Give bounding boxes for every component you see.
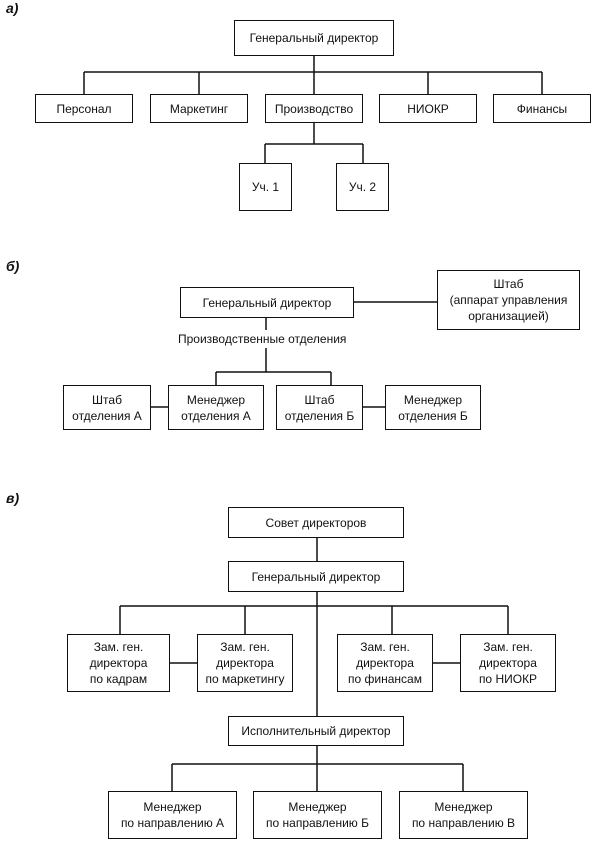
section-label-c: в) xyxy=(6,490,20,506)
connector-c-executive xyxy=(171,746,464,791)
node-c-deputy-marketing: Зам. ген. директора по маркетингу xyxy=(197,634,293,692)
connector-a-production xyxy=(264,122,364,163)
node-a-section-1: Уч. 1 xyxy=(239,163,292,211)
node-a-general-director: Генеральный директор xyxy=(234,20,394,56)
node-b-staff-division-b: Штаб отделения Б xyxy=(276,385,363,430)
node-c-board-of-directors: Совет директоров xyxy=(228,507,404,538)
node-c-deputy-hr: Зам. ген. директора по кадрам xyxy=(67,634,170,692)
node-b-headquarters-staff: Штаб (аппарат управления организацией) xyxy=(437,270,580,330)
node-a-finance: Финансы xyxy=(493,94,591,123)
node-a-marketing: Маркетинг xyxy=(150,94,248,123)
node-c-manager-direction-c: Менеджер по направлению В xyxy=(399,791,528,839)
node-c-manager-direction-b: Менеджер по направлению Б xyxy=(253,791,382,839)
node-b-staff-division-a: Штаб отделения А xyxy=(63,385,151,430)
node-a-rnd: НИОКР xyxy=(379,94,477,123)
connector-c-main xyxy=(119,592,509,716)
node-a-section-2: Уч. 2 xyxy=(336,163,389,211)
node-c-executive-director: Исполнительный директор xyxy=(228,716,404,746)
node-c-deputy-rnd: Зам. ген. директора по НИОКР xyxy=(460,634,556,692)
node-c-deputy-finance: Зам. ген. директора по финансам xyxy=(337,634,433,692)
node-c-manager-direction-a: Менеджер по направлению А xyxy=(108,791,237,839)
connector-b-divisions xyxy=(151,318,385,408)
connector-a-root xyxy=(83,56,543,94)
node-b-manager-division-a: Менеджер отделения А xyxy=(168,385,264,430)
node-c-general-director: Генеральный директор xyxy=(228,561,404,592)
node-b-general-director: Генеральный директор xyxy=(180,287,354,318)
node-a-personnel: Персонал xyxy=(35,94,133,123)
label-b-production-divisions: Производственные отделения xyxy=(176,330,349,348)
node-a-production: Производство xyxy=(265,94,363,123)
section-label-a: а) xyxy=(6,0,19,16)
section-label-b: б) xyxy=(6,258,20,274)
node-b-manager-division-b: Менеджер отделения Б xyxy=(385,385,481,430)
